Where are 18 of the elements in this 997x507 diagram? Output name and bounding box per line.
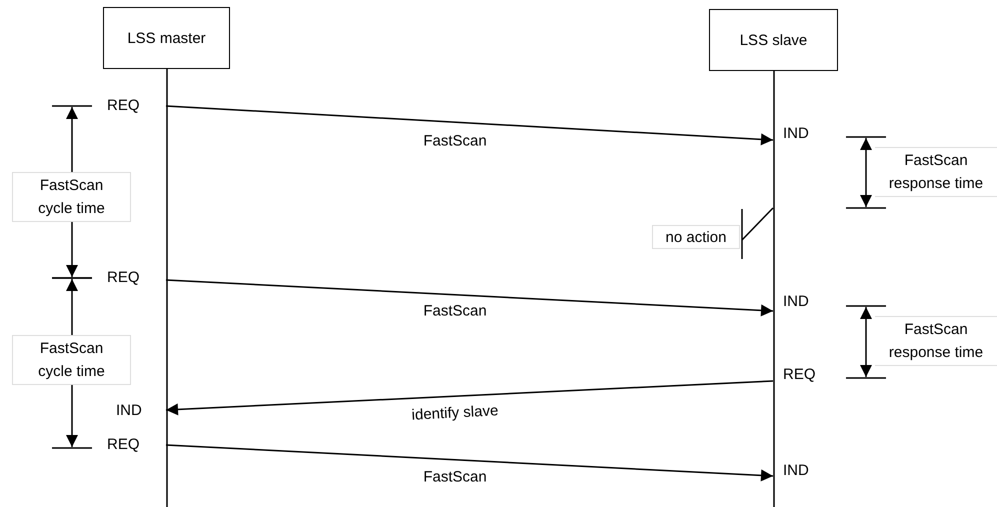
annotation-text: FastScan cycle time [12,172,131,222]
no-action-line [741,207,774,260]
primitive-label: IND [783,293,809,311]
message-arrow [166,380,774,416]
message-arrow [166,279,774,316]
annotation-text: FastScan response time [875,147,997,197]
message-arrow [166,105,774,146]
annotation-text: FastScan response time [875,316,997,366]
primitive-label: IND [783,462,809,480]
message-arrow [166,444,774,482]
primitive-label: IND [116,402,142,420]
primitive-label: REQ [783,366,816,384]
annotation-box: no action [652,225,740,249]
primitive-label: REQ [107,269,140,287]
primitive-label: REQ [107,97,140,115]
annotation-text: FastScan cycle time [12,335,131,385]
primitive-label: REQ [107,436,140,454]
primitive-label: IND [783,125,809,143]
